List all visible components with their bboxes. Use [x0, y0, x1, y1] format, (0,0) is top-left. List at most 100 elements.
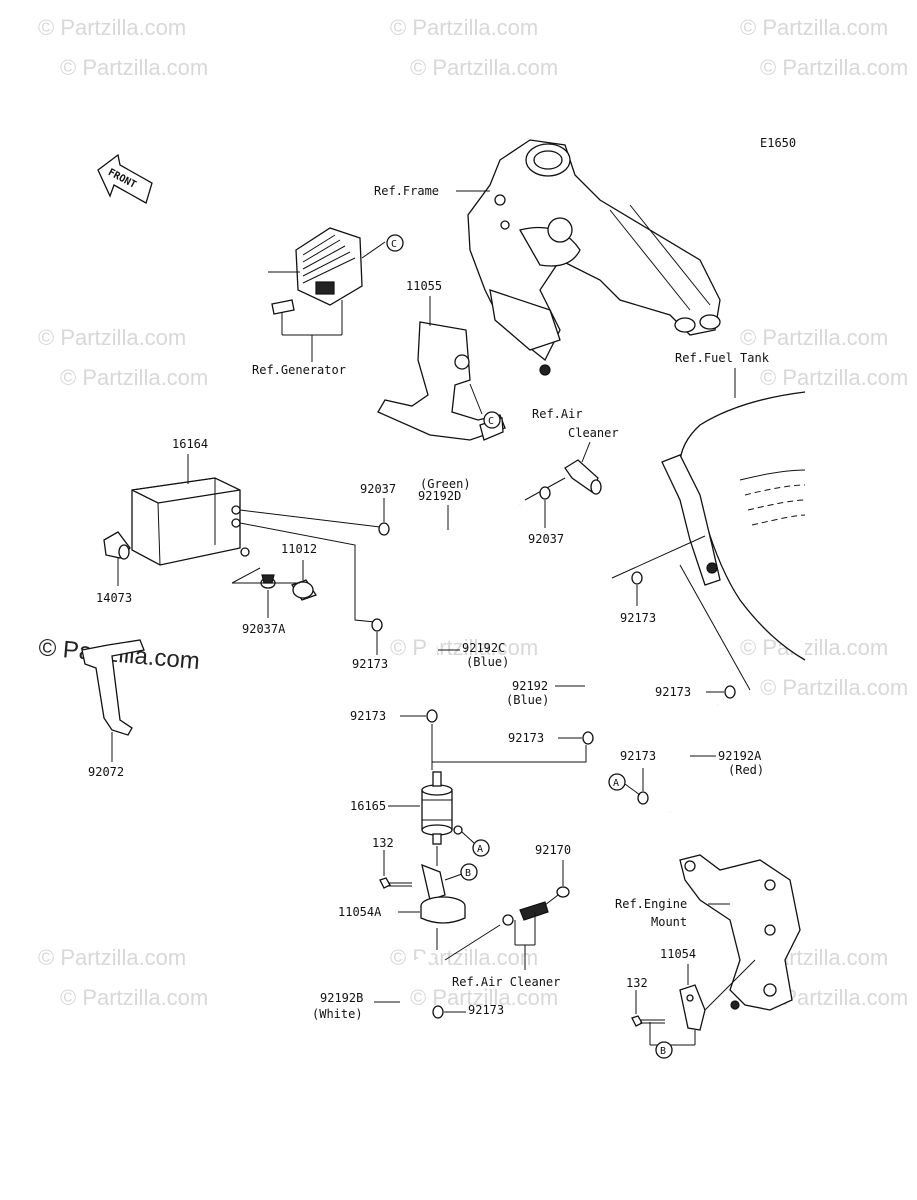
bolt-132-b — [631, 1015, 665, 1027]
frame-part — [467, 139, 721, 376]
label-92192b-color: (White) — [312, 1007, 363, 1021]
label-ref-fuel-tank: Ref.Fuel Tank — [675, 351, 770, 365]
clip-11054-part — [679, 984, 706, 1031]
svg-text:C: C — [391, 239, 397, 250]
watermark: © Partzilla.com — [60, 365, 208, 390]
clamp-92037-left — [378, 522, 390, 536]
callout-a-filter — [472, 839, 490, 857]
label-ref-generator: Ref.Generator — [252, 363, 346, 377]
label-92192-color: (Blue) — [506, 693, 549, 707]
watermark: © Partzilla.com — [60, 985, 208, 1010]
label-92173-d: 92173 — [508, 731, 544, 745]
label-11054a: 11054A — [338, 905, 382, 919]
svg-text:A: A — [613, 778, 619, 789]
label-92170: 92170 — [535, 843, 571, 857]
watermark: © Partzilla.com — [760, 55, 908, 80]
watermark: © Partzilla.com — [390, 635, 538, 660]
watermark: © Partzilla.com — [38, 325, 186, 350]
filter-16165-part — [421, 771, 463, 845]
label-ref-engine-mount-2: Mount — [651, 915, 687, 929]
hose-92192c-part — [405, 620, 437, 695]
watermark: © Partzilla.com — [60, 55, 208, 80]
callout-a-hose — [608, 773, 626, 791]
label-92072: 92072 — [88, 765, 124, 779]
label-92173-a: 92173 — [352, 657, 388, 671]
clamp-92173-b — [426, 709, 438, 723]
diagram-code: E1650 — [760, 136, 796, 150]
label-92037-a: 92037 — [360, 482, 396, 496]
hose-92192-part — [580, 576, 614, 735]
label-92192b: 92192B — [320, 991, 363, 1005]
canister-16164-part — [131, 477, 250, 566]
bolt-132-a — [379, 877, 412, 889]
bracket-92072-part — [81, 639, 145, 736]
watermark: © Partzilla.com — [38, 945, 186, 970]
label-92192c: 92192C — [462, 641, 505, 655]
clamp-92173-d — [582, 731, 594, 745]
label-92192a-color: (Red) — [728, 763, 764, 777]
label-ref-engine-mount: Ref.Engine — [615, 897, 687, 911]
label-92192: 92192 — [512, 679, 548, 693]
svg-text:B: B — [465, 868, 471, 879]
label-16165: 16165 — [350, 799, 386, 813]
engine-mount-part — [679, 854, 801, 1011]
watermark: © Partzilla.com — [390, 15, 538, 40]
callout-c-bracket — [483, 411, 501, 429]
clamp-92037a-part — [260, 574, 276, 589]
watermark: © Partzilla.com — [740, 635, 888, 660]
label-11055: 11055 — [406, 279, 442, 293]
label-14073: 14073 — [96, 591, 132, 605]
watermarks: © Partzilla.com © Partzilla.com © Partzi… — [37, 15, 908, 1010]
label-ref-air-cleaner-2: Cleaner — [568, 426, 619, 440]
watermark: © Partzilla.com — [410, 985, 558, 1010]
clamp-92173-g — [432, 1005, 444, 1019]
watermark: © Partzilla.com — [760, 675, 908, 700]
label-92037-b: 92037 — [528, 532, 564, 546]
label-92173-e: 92173 — [655, 685, 691, 699]
label-ref-air-cleaner-bottom: Ref.Air Cleaner — [452, 975, 560, 989]
label-92173-c: 92173 — [620, 611, 656, 625]
clamp-92173-c — [631, 571, 643, 585]
label-92192d: 92192D — [418, 489, 461, 503]
label-ref-air-cleaner: Ref.Air — [532, 407, 583, 421]
watermark: © Partzilla.com — [740, 15, 888, 40]
hose-92192b-part — [398, 950, 443, 1053]
clamp-92173-f — [637, 791, 649, 805]
label-132-a: 132 — [372, 836, 394, 850]
cap-11012-part — [290, 579, 318, 601]
fuel-tank-part — [661, 391, 806, 661]
hose-92192a-part — [667, 700, 721, 819]
watermark: © Partzilla.com — [410, 55, 558, 80]
clamp-92037-right — [539, 486, 551, 500]
watermark: © Partzilla.com — [740, 325, 888, 350]
label-16164: 16164 — [172, 437, 208, 451]
watermark: © Partzilla.com — [38, 15, 186, 40]
svg-text:C: C — [488, 416, 494, 427]
callout-b-bottom — [655, 1041, 673, 1059]
svg-text:A: A — [477, 844, 483, 855]
label-92192c-color: (Blue) — [466, 655, 509, 669]
callout-b-clamp — [460, 863, 478, 881]
label-92192d-color: (Green) — [420, 477, 471, 491]
clamp-92173-a — [371, 618, 383, 632]
clip-92170-part — [502, 886, 570, 926]
label-92037a: 92037A — [242, 622, 286, 636]
cap-14073-part — [103, 531, 131, 560]
clamp-92173-e — [724, 685, 736, 699]
callout-c-top — [386, 234, 404, 252]
hose-92192d-part — [394, 500, 523, 537]
svg-text:B: B — [660, 1046, 666, 1057]
watermark: © Partzilla.com — [760, 365, 908, 390]
regulator-part — [271, 227, 363, 315]
label-132-b: 132 — [626, 976, 648, 990]
clamp-11054a-part — [420, 863, 466, 924]
label-ref-frame: Ref.Frame — [374, 184, 439, 198]
label-92173-b: 92173 — [350, 709, 386, 723]
front-arrow-icon: FRONT — [97, 153, 153, 204]
label-11054: 11054 — [660, 947, 696, 961]
label-92173-f: 92173 — [620, 749, 656, 763]
t-fitting-part — [564, 459, 602, 495]
label-92192a: 92192A — [718, 749, 762, 763]
label-92173-g: 92173 — [468, 1003, 504, 1017]
